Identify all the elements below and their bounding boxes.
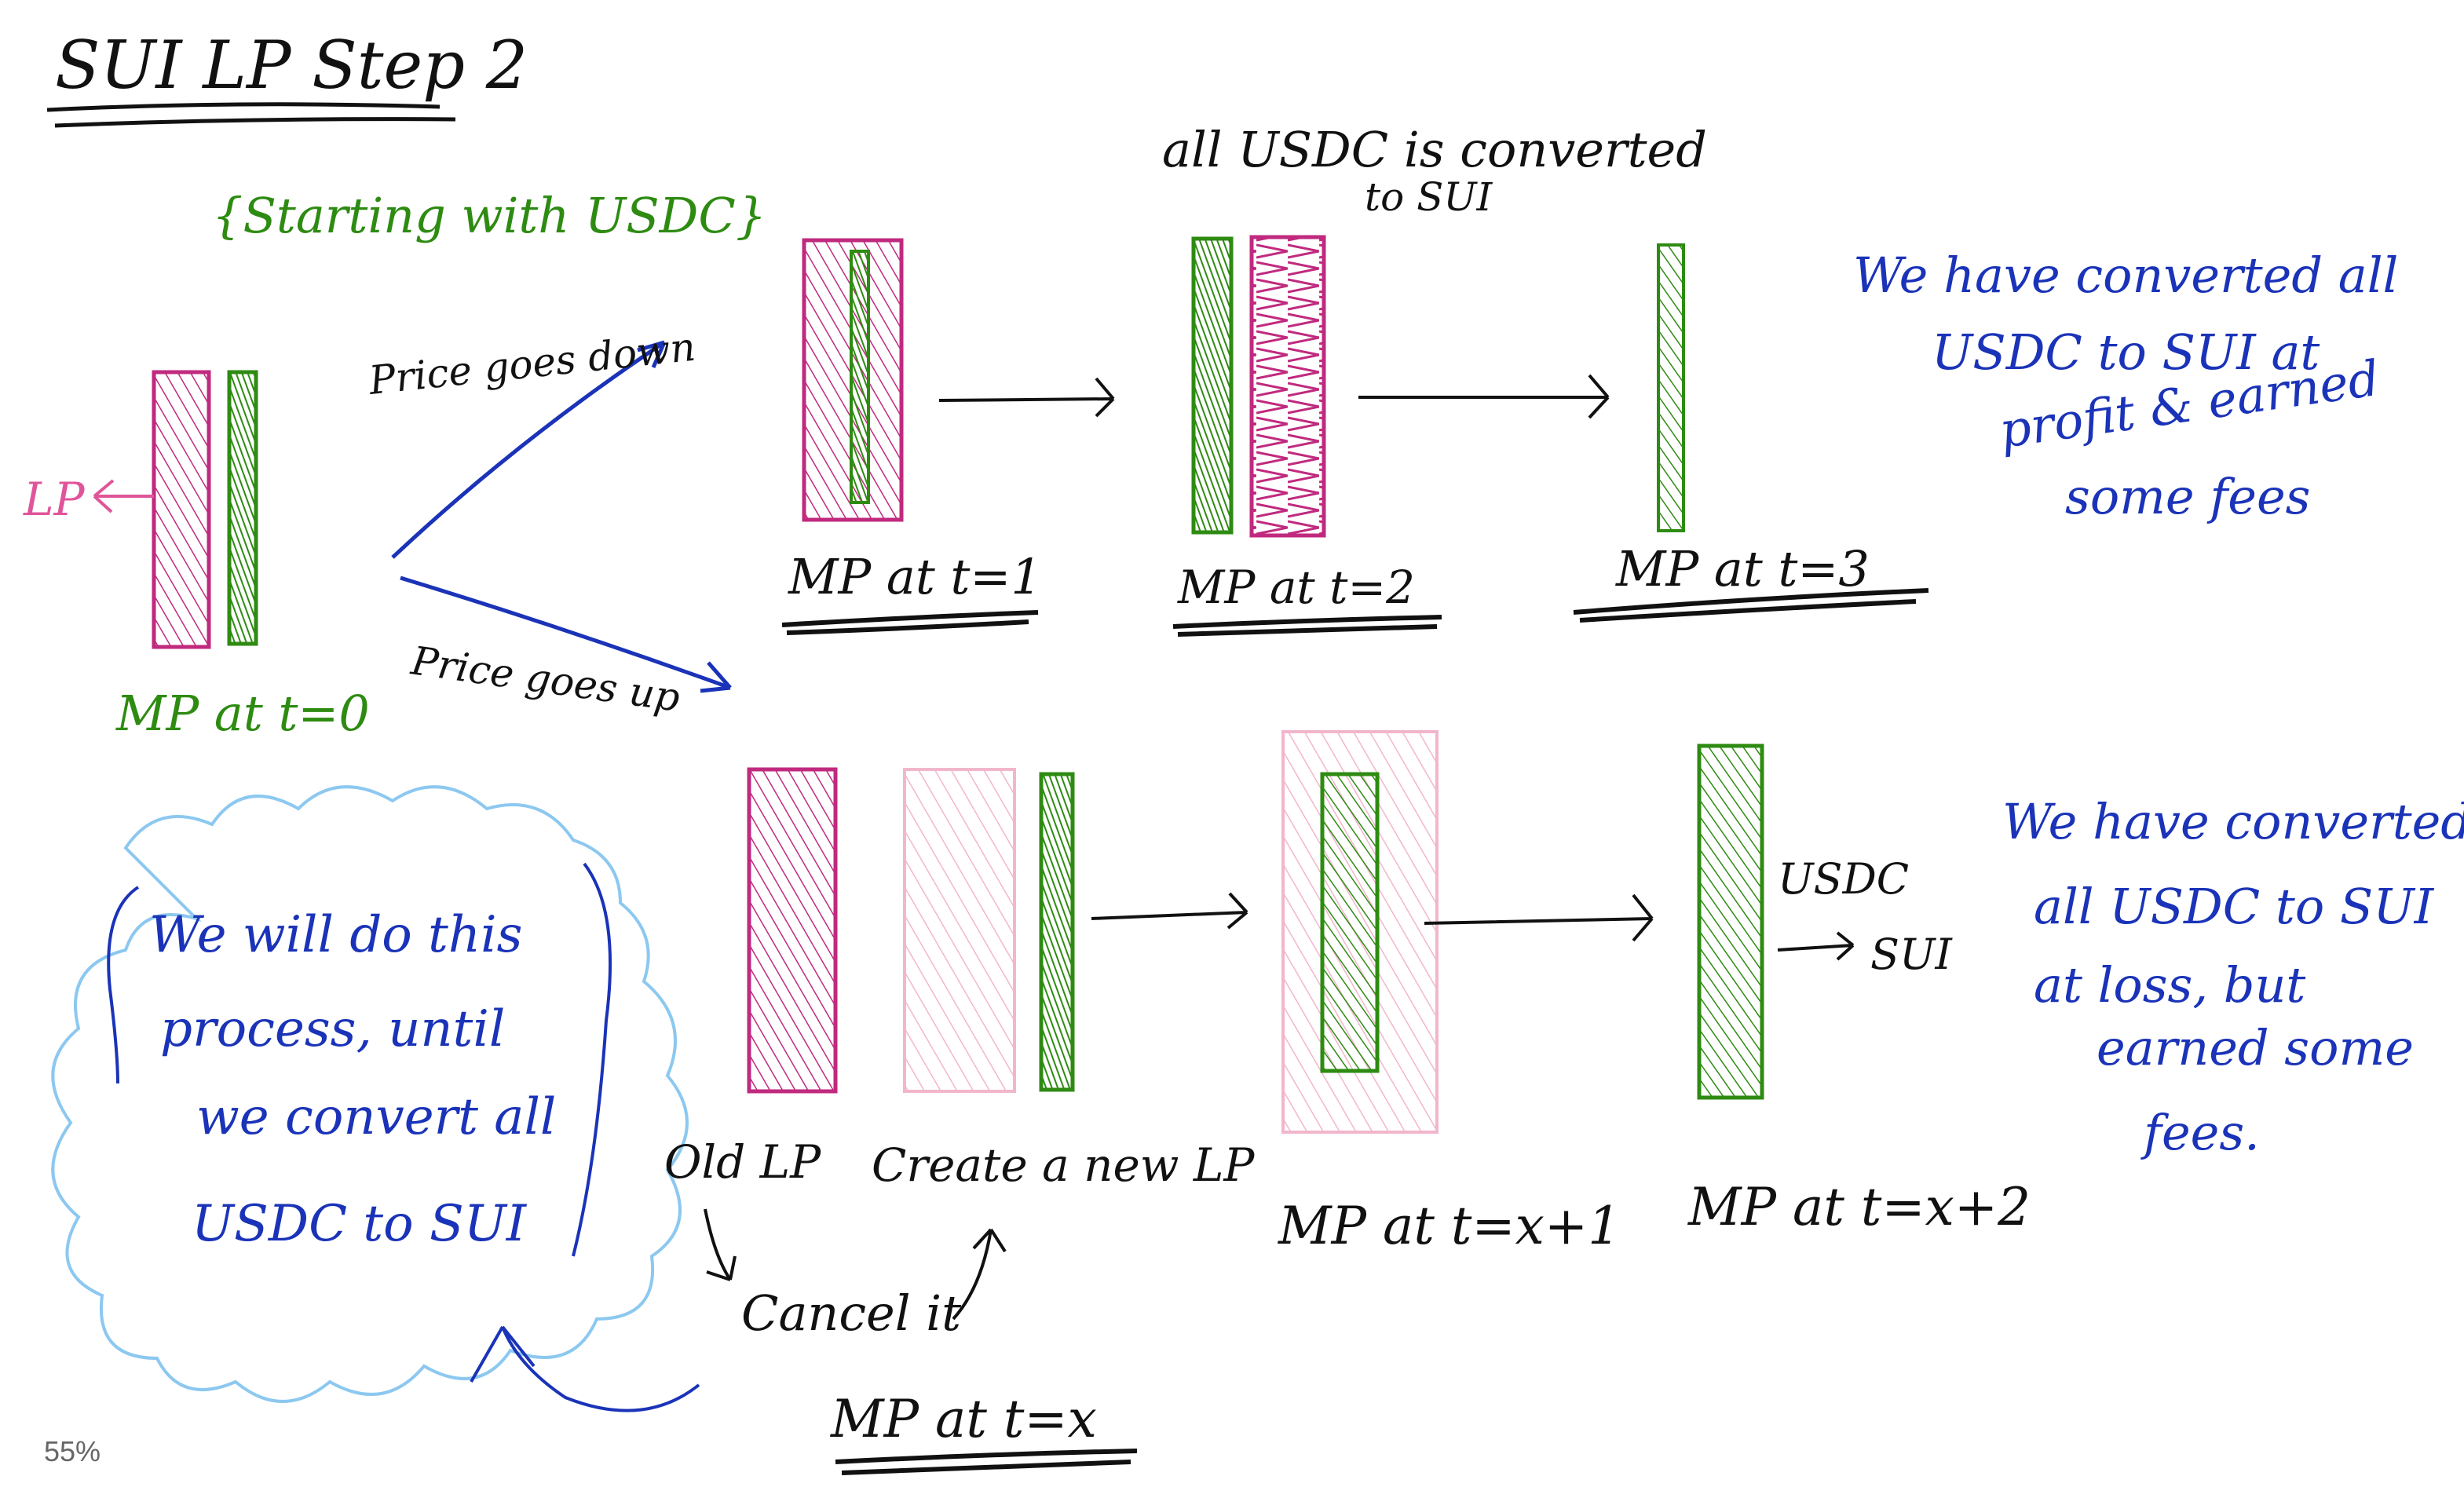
old-lp-label: Old LP (664, 1135, 821, 1189)
tx-label: MP at t=x (830, 1389, 1097, 1449)
create-new-lp-label: Create a new LP (872, 1138, 1255, 1192)
t1-underline (781, 610, 1039, 635)
t2-note-line1: all USDC is converted (1162, 121, 1707, 178)
cloud-note-line2: process, until (160, 1000, 505, 1058)
loss-note-line4: earned some (2097, 1019, 2414, 1076)
t3-label: MP at t=3 (1615, 540, 1870, 597)
usdc-to-sui-arrow (1777, 931, 1855, 961)
green-bar-t0 (227, 370, 258, 646)
zoom-level-indicator: 55% (44, 1435, 101, 1467)
loss-note-line1: We have converted (2002, 793, 2464, 850)
loss-note-line5: fees. (2140, 1104, 2260, 1161)
lp-pointer-arrow (93, 479, 154, 513)
green-bar-tx1 (1320, 772, 1380, 1073)
t3-underline (1573, 588, 1929, 623)
cloud-pointer-arrow (470, 1325, 700, 1412)
t2-underline (1172, 615, 1442, 637)
cloud-shape (51, 785, 689, 1403)
price-down-label: Price goes down (366, 324, 697, 404)
old-lp-bar (747, 767, 838, 1094)
arrow-t2-t3 (1358, 374, 1610, 419)
arrow-tx-tx1 (1091, 892, 1248, 930)
profit-note-line4: some fees (2065, 468, 2310, 525)
cloud-bracket (107, 862, 612, 1257)
lp-label: LP (23, 473, 86, 526)
tx2-label: MP at t=x+2 (1687, 1177, 2031, 1237)
green-bar-t2 (1191, 236, 1234, 535)
price-up-label: Price goes up (408, 638, 682, 721)
page-title: SUI LP Step 2 (55, 27, 528, 104)
old-lp-to-cancel-arrow (704, 1208, 737, 1281)
cloud-note-line1: We will do this (149, 906, 522, 964)
subtitle: {Starting with USDC} (212, 187, 766, 244)
cancel-to-new-lp-arrow (952, 1228, 1007, 1321)
profit-note-line2: USDC to SUI at (1932, 323, 2320, 381)
sui-label: SUI (1870, 930, 1954, 979)
usdc-label: USDC (1778, 854, 1909, 904)
green-bar-tx (1039, 772, 1075, 1092)
green-bar-t1 (850, 250, 870, 504)
arrow-tx1-tx2 (1424, 893, 1654, 942)
t0-label: MP at t=0 (115, 685, 370, 742)
title-underline (46, 102, 456, 128)
t2-note-line2: to SUI (1365, 174, 1493, 220)
tx1-label: MP at t=x+1 (1278, 1196, 1621, 1256)
loss-note-line3: at loss, but (2034, 956, 2305, 1014)
profit-note-line1: We have converted all (1853, 247, 2398, 304)
green-bar-t3 (1657, 243, 1685, 532)
new-lp-bar-faded (903, 768, 1016, 1093)
price-down-arrow (391, 340, 667, 559)
arrow-t1-t2 (938, 377, 1115, 418)
cloud-note-line4: USDC to SUI (192, 1195, 528, 1253)
green-bar-tx2 (1697, 744, 1764, 1100)
lp-bar-t0 (152, 370, 211, 649)
cloud-note-line3: we convert all (196, 1088, 556, 1146)
t2-label: MP at t=2 (1177, 561, 1415, 614)
price-up-arrow (400, 575, 732, 693)
loss-note-line2: all USDC to SUI (2034, 878, 2435, 935)
t1-label: MP at t=1 (788, 548, 1042, 605)
cancel-it-label: Cancel it (741, 1284, 961, 1342)
tx-underline (835, 1449, 1138, 1475)
lp-bar-t2 (1249, 235, 1326, 538)
